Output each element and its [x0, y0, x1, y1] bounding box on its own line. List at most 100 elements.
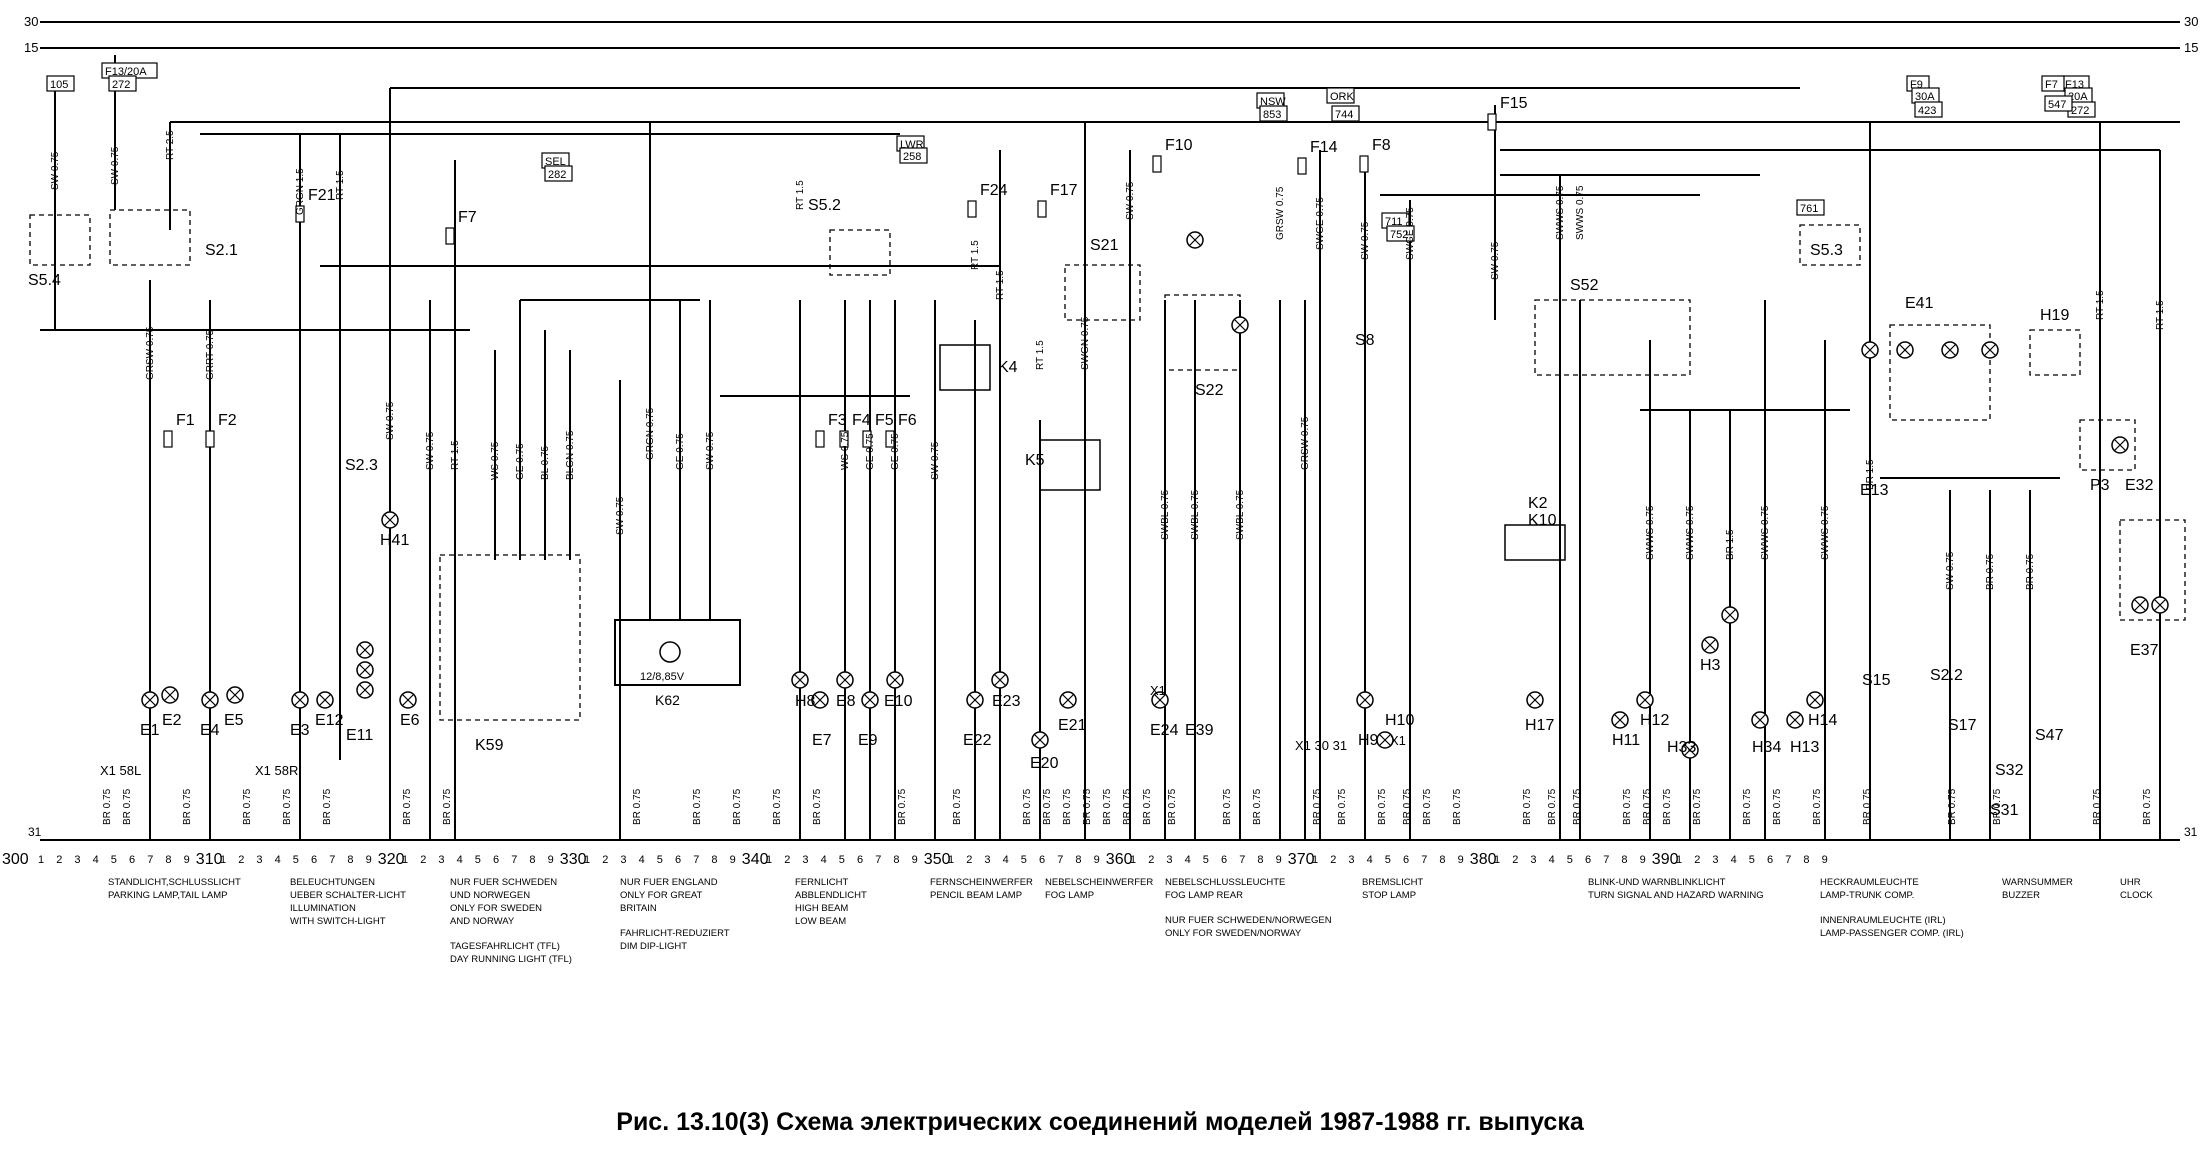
description-extra: LAMP-PASSENGER COMP. (IRL) — [1820, 928, 1964, 939]
wire-color-label-ground: BR 0.75 — [1692, 788, 1703, 825]
fuse-icon — [445, 227, 455, 245]
lamp-icon — [1701, 636, 1719, 654]
scale-digit: 4 — [1731, 854, 1737, 866]
fuse-label-f24: F24 — [980, 182, 1008, 199]
lamp-icon — [811, 691, 829, 709]
load-label-s32: S32 — [1995, 762, 2024, 779]
wire-color-label-ground: BR 0.75 — [1122, 788, 1133, 825]
box-s5-2 — [829, 229, 891, 276]
wire-color-label: RT 1.5 — [2095, 290, 2106, 320]
lamp-icon — [1611, 711, 1629, 729]
wire-color-label: SW 0.75 — [50, 151, 61, 190]
description-line: UEBER SCHALTER-LICHT — [290, 890, 406, 901]
description-line: LOW BEAM — [795, 916, 846, 927]
lamp-icon — [1751, 711, 1769, 729]
scale-digit: 7 — [329, 854, 335, 866]
description-line: STOP LAMP — [1362, 890, 1416, 901]
scale-digit: 1 — [584, 854, 590, 866]
k62-label: K62 — [655, 692, 680, 708]
fuse-label-f10: F10 — [1165, 137, 1193, 154]
reference-box-text: F13/20A — [105, 66, 147, 78]
component-label-s5-3: S5.3 — [1810, 242, 1843, 259]
lamp-icon — [1231, 316, 1249, 334]
component-label-s5-4: S5.4 — [28, 272, 61, 289]
lamp-icon — [791, 671, 809, 689]
wire-color-label-ground: BR 0.75 — [402, 788, 413, 825]
scale-digit: 7 — [1785, 854, 1791, 866]
fuse-icon — [967, 200, 977, 218]
load-label-e22: E22 — [963, 732, 992, 749]
scale-digit: 5 — [293, 854, 299, 866]
load-label-e10: E10 — [884, 693, 913, 710]
description-line: NEBELSCHEINWERFER — [1045, 877, 1153, 888]
description-line: AND NORWAY — [450, 916, 515, 927]
fuse-label-f17: F17 — [1050, 182, 1078, 199]
wire-color-label: SW 0.75 — [425, 431, 436, 470]
scale-digit: 1 — [766, 854, 772, 866]
component-label-p3: P3 — [2090, 477, 2110, 494]
wire-color-label: GRSW 0.75 — [1300, 416, 1311, 470]
load-label-e11: E11 — [346, 727, 373, 744]
scale-digit: 2 — [602, 854, 608, 866]
lamp-icon — [161, 686, 179, 704]
scale-digit: 1 — [38, 854, 44, 866]
wire-color-label-ground: BR 0.75 — [122, 788, 133, 825]
lamp-icon — [1806, 691, 1824, 709]
wire-color-label: SW 0.75 — [1945, 551, 1956, 590]
lamp-icon — [1376, 731, 1394, 749]
wire-color-label-ground: BR 0.75 — [1772, 788, 1783, 825]
scale-digit: 8 — [347, 854, 353, 866]
load-label-h9: H9 — [1358, 732, 1379, 749]
lamp-icon — [1981, 341, 1999, 359]
scale-digit: 9 — [1458, 854, 1464, 866]
load-label-e2: E2 — [162, 712, 182, 729]
wire-color-label-ground: BR 0.75 — [732, 788, 743, 825]
description-line: WARNSUMMER — [2002, 877, 2073, 888]
wire-color-label: BR 0.75 — [1985, 553, 1996, 590]
scale-digit: 6 — [1039, 854, 1045, 866]
fuse-label-f6: F6 — [898, 412, 917, 429]
load-label-e1: E1 — [140, 722, 160, 739]
description-extra: FAHRLICHT-REDUZIERT — [620, 928, 730, 939]
scale-digit: 9 — [1094, 854, 1100, 866]
scale-start: 300 — [2, 851, 29, 868]
k62-voltage: 12/8,85V — [640, 671, 685, 683]
description-line: UND NORWEGEN — [450, 890, 530, 901]
wire-color-label: GRSW 0.75 — [1275, 186, 1286, 240]
box-k4 — [939, 344, 991, 391]
lamp-icon — [1636, 691, 1654, 709]
box-h19 — [2029, 329, 2081, 376]
scale-digit: 8 — [1439, 854, 1445, 866]
description-line: ILLUMINATION — [290, 903, 356, 914]
description-line: HECKRAUMLEUCHTE — [1820, 877, 1919, 888]
reference-box: 258 — [899, 147, 928, 164]
fuse-icon — [1359, 155, 1369, 173]
lamp-icon — [1721, 606, 1739, 624]
rail-15-label-right: 15 — [2184, 40, 2198, 55]
wire-color-label: RT 1.5 — [2155, 300, 2166, 330]
scale-digit: 9 — [912, 854, 918, 866]
box-k2 — [1504, 524, 1566, 561]
description-line: ONLY FOR SWEDEN — [450, 903, 542, 914]
scale-digit: 8 — [165, 854, 171, 866]
lamp-icon — [1861, 341, 1879, 359]
reference-box: 853 — [1259, 105, 1288, 122]
component-label-e32: E32 — [2125, 477, 2154, 494]
scale-digit: 4 — [821, 854, 827, 866]
load-label-h12: H12 — [1640, 712, 1669, 729]
component-label-k10: K10 — [1528, 512, 1557, 529]
wire-color-label: SW 0.75 — [615, 496, 626, 535]
scale-digit: 3 — [1712, 854, 1718, 866]
description-line: BELEUCHTUNGEN — [290, 877, 375, 888]
fuse-label-f8: F8 — [1372, 137, 1391, 154]
scale-major-380: 380 — [1470, 851, 1497, 868]
description-line: UHR — [2120, 877, 2141, 888]
reference-box: 547 — [2044, 95, 2073, 112]
wire-color-label-ground: BR 0.75 — [1947, 788, 1958, 825]
reference-box: 744 — [1331, 105, 1360, 122]
wire-color-label-ground: BR 0.75 — [897, 788, 908, 825]
